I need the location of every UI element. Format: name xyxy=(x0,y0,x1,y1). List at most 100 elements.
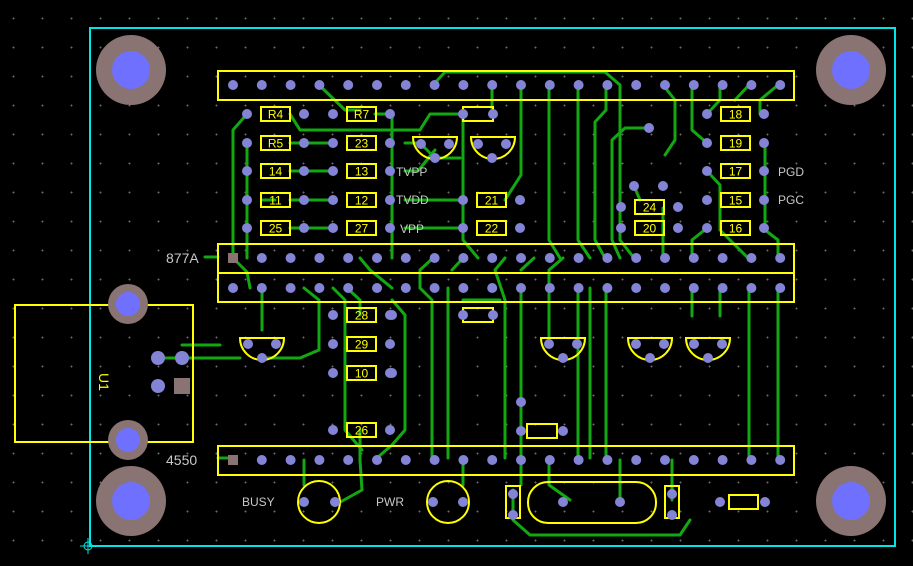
pad-c25-b xyxy=(299,223,309,233)
header-4550-pin-5 xyxy=(343,455,354,465)
transistor-3-pin-2 xyxy=(257,353,267,363)
pad-c18-a xyxy=(702,109,712,119)
header-877a-lower-outline xyxy=(217,272,795,303)
component-label-c10: 10 xyxy=(355,367,369,381)
transistor-5-pin-1 xyxy=(631,339,641,349)
pad-c11-b xyxy=(299,195,309,205)
component-outline-c15 xyxy=(720,192,751,208)
mounting-hole-top-right xyxy=(816,35,886,105)
usb-pin-4 xyxy=(174,378,190,394)
header-877a-pin-6 xyxy=(372,253,382,263)
via-pad-23 xyxy=(387,310,397,320)
header-top-pin-14 xyxy=(602,80,613,90)
header-877a-lower-pin-12 xyxy=(544,283,555,293)
mounting-hole-top-left xyxy=(96,35,166,105)
component-outline-r7 xyxy=(346,106,377,122)
header-top-pin-13 xyxy=(573,80,584,90)
pgd-label: PGD xyxy=(778,165,804,179)
header-877a-lower-pin-11 xyxy=(516,283,526,293)
header-877a-lower-pin-9 xyxy=(458,283,469,293)
component-outline-c10 xyxy=(346,365,377,381)
header-top-pin-10 xyxy=(487,80,498,90)
pad-c29-b xyxy=(385,339,395,349)
via-pad-19 xyxy=(667,489,677,499)
component-label-r7: R7 xyxy=(354,108,370,122)
via-pad-5 xyxy=(488,109,498,119)
header-877a-lower-pin-16 xyxy=(660,283,670,293)
header-877a-pin-11 xyxy=(516,253,526,263)
pad-c19-a xyxy=(702,138,712,148)
component-outline-c13 xyxy=(346,163,377,179)
usb-designator-label: U1 xyxy=(96,373,112,391)
component-label-c19: 19 xyxy=(729,137,743,151)
transistor-4-pin-3 xyxy=(572,339,582,349)
header-877a-pin-16 xyxy=(660,253,670,263)
header-877a-lower-pin-14 xyxy=(602,283,613,293)
pad-c14-a xyxy=(242,166,252,176)
component-label-c20: 20 xyxy=(643,222,657,236)
component-outline-c23 xyxy=(346,135,377,151)
header-877a-lower-pin-15 xyxy=(631,283,642,293)
component-label-c28: 28 xyxy=(355,309,369,323)
pad-c26-a xyxy=(328,425,338,435)
pad-c14-b xyxy=(299,166,309,176)
via-pad-10 xyxy=(558,426,568,436)
header-4550-pin-2 xyxy=(256,455,267,465)
header-4550-pin-19 xyxy=(746,455,757,465)
header-877a-pin-2 xyxy=(256,253,267,263)
pad-r4-b xyxy=(299,109,309,119)
component-label-r5: R5 xyxy=(268,137,284,151)
silkscreen-outlines xyxy=(14,70,795,524)
pad-c12-b xyxy=(385,195,395,205)
header-top-pin-19 xyxy=(746,80,757,90)
header-top-pin-12 xyxy=(544,80,555,90)
via-pad-17 xyxy=(508,489,518,499)
pad-r4-a xyxy=(242,109,252,119)
pad-c21-a xyxy=(458,195,468,205)
header-877a-pin-17 xyxy=(688,253,699,263)
header-top-pin-2 xyxy=(256,80,267,90)
component-label-c22: 22 xyxy=(485,222,499,236)
header-877a-pin-10 xyxy=(487,253,498,263)
header-877a-pin-13 xyxy=(573,253,584,263)
header-877a-lower-pin-7 xyxy=(400,283,411,293)
header-top-pin-7 xyxy=(400,80,411,90)
header-877a-pin-12 xyxy=(544,253,555,263)
component-label-r4: R4 xyxy=(268,108,284,122)
mounting-holes xyxy=(96,35,886,536)
via-pad-18 xyxy=(508,510,518,520)
usb-connector-outline xyxy=(14,304,194,443)
header-877a-pin-4 xyxy=(314,253,325,263)
pad-c24-a xyxy=(616,202,626,212)
header-877a-pin-9 xyxy=(458,253,469,263)
pad-c16-b xyxy=(759,223,769,233)
header-877a-lower-pin-3 xyxy=(285,283,296,293)
component-outline-c14 xyxy=(260,163,291,179)
header-877a-lower-pin-2 xyxy=(256,283,267,293)
header-4550-pin-16 xyxy=(660,455,670,465)
header-top-pin-5 xyxy=(343,80,354,90)
header-4550-pin-7 xyxy=(400,455,411,465)
header-4550-label: 4550 xyxy=(166,452,197,468)
header-4550-pin-20 xyxy=(775,455,786,465)
component-outline-c25 xyxy=(260,220,291,236)
via-pad-1 xyxy=(644,123,654,133)
component-outline-c20 xyxy=(634,220,665,236)
pad-c28-a xyxy=(328,310,338,320)
header-4550-pin-14 xyxy=(602,455,613,465)
component-label-c13: 13 xyxy=(355,165,369,179)
transistor-3-pin-3 xyxy=(271,339,281,349)
component-label-c21: 21 xyxy=(485,194,499,208)
header-877a-lower-pin-1 xyxy=(228,283,238,293)
component-outline-c21 xyxy=(476,192,507,208)
header-877a-pin-8 xyxy=(429,253,440,263)
pad-c20-b xyxy=(673,223,683,233)
tvdd-label: TVDD xyxy=(396,193,429,207)
via-pad-8 xyxy=(516,397,526,407)
pad-c15-b xyxy=(759,195,769,205)
header-877a-pin-20 xyxy=(775,253,786,263)
pgc-label: PGC xyxy=(778,193,804,207)
led-pwr-outline xyxy=(426,480,470,524)
header-4550-pin-15 xyxy=(631,455,642,465)
via-pad-4 xyxy=(458,109,468,119)
